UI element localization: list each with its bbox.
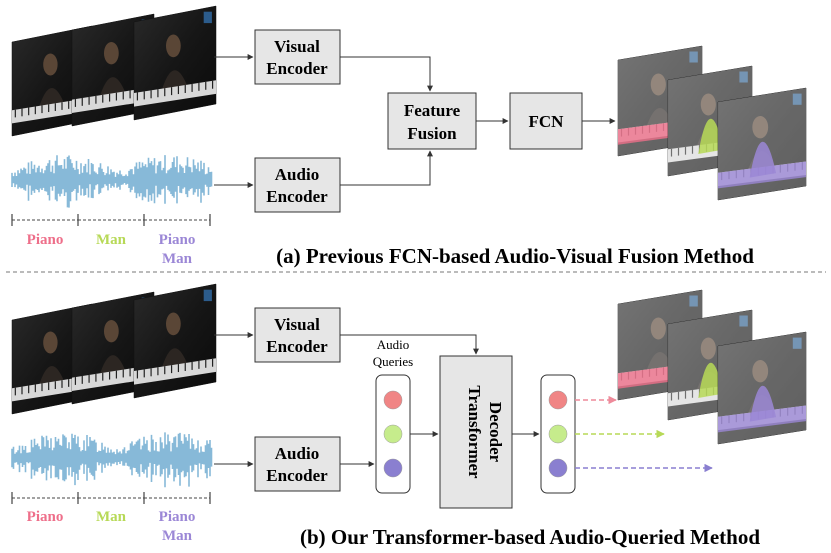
fcn-label: FCN [529,112,565,131]
transformer-decoder-line2: Decoder [486,402,505,463]
audio-encoder-bottom-line1: Audio [275,444,319,463]
caption-bottom: (b) Our Transformer-based Audio-Queried … [300,525,760,549]
label-man2-bottom: Man [162,528,193,544]
audio-encoder-top-line2: Encoder [266,187,328,206]
transformer-decoder-line1: Transformer [465,385,484,479]
label-man-bottom: Man [96,509,127,525]
feature-fusion-line1: Feature [404,101,461,120]
label-man2-top: Man [162,251,193,267]
fcn-box: FCN [509,92,583,150]
label-piano-top: Piano [27,232,64,248]
label-piano2-bottom: Piano [159,509,196,525]
audio-encoder-bottom-line2: Encoder [266,466,328,485]
audio-encoder-top: Audio Encoder [254,157,341,213]
seg-output-both [717,331,807,445]
arrows-top [214,54,616,188]
audio-waveform-top [11,155,213,208]
visual-encoder-bottom: Visual Encoder [254,307,341,363]
visual-encoder-top: Visual Encoder [254,29,341,85]
label-man-top: Man [96,232,127,248]
output-circle-red [548,390,568,410]
transformer-decoder-box: Transformer Decoder [439,355,513,509]
audio-encoder-top-line1: Audio [275,165,319,184]
audio-waveform-bottom [11,432,213,488]
feature-fusion-line2: Fusion [407,124,457,143]
visual-encoder-bottom-line2: Encoder [266,337,328,356]
visual-encoder-top-line2: Encoder [266,59,328,78]
segmentation-outputs-bottom [617,289,807,445]
waveform-path [11,155,213,208]
label-piano2-top: Piano [159,232,196,248]
output-circle-green [548,424,568,444]
input-video-frames-top [11,5,217,137]
query-circle-red [383,390,403,410]
audio-queries-line2: Queries [373,354,413,369]
visual-encoder-top-line1: Visual [274,37,320,56]
seg-output-both [717,87,807,201]
video-frame-3 [133,283,217,399]
audio-encoder-bottom: Audio Encoder [254,436,341,492]
feature-fusion-box: Feature Fusion [387,92,477,150]
output-queries-column [540,374,576,494]
caption-top: (a) Previous FCN-based Audio-Visual Fusi… [276,244,754,268]
segmentation-outputs-top [617,45,807,201]
output-circle-purple [548,458,568,478]
video-frame-2 [71,291,155,405]
label-piano-bottom: Piano [27,509,64,525]
visual-encoder-bottom-line1: Visual [274,315,320,334]
waveform-path [11,432,213,488]
arrows-bottom [214,332,540,467]
query-circle-purple [383,458,403,478]
input-video-frames-bottom [11,283,217,415]
query-circle-green [383,424,403,444]
audio-queries-column [375,374,411,494]
video-frame-3 [133,5,217,121]
audio-queries-line1: Audio [377,337,410,352]
